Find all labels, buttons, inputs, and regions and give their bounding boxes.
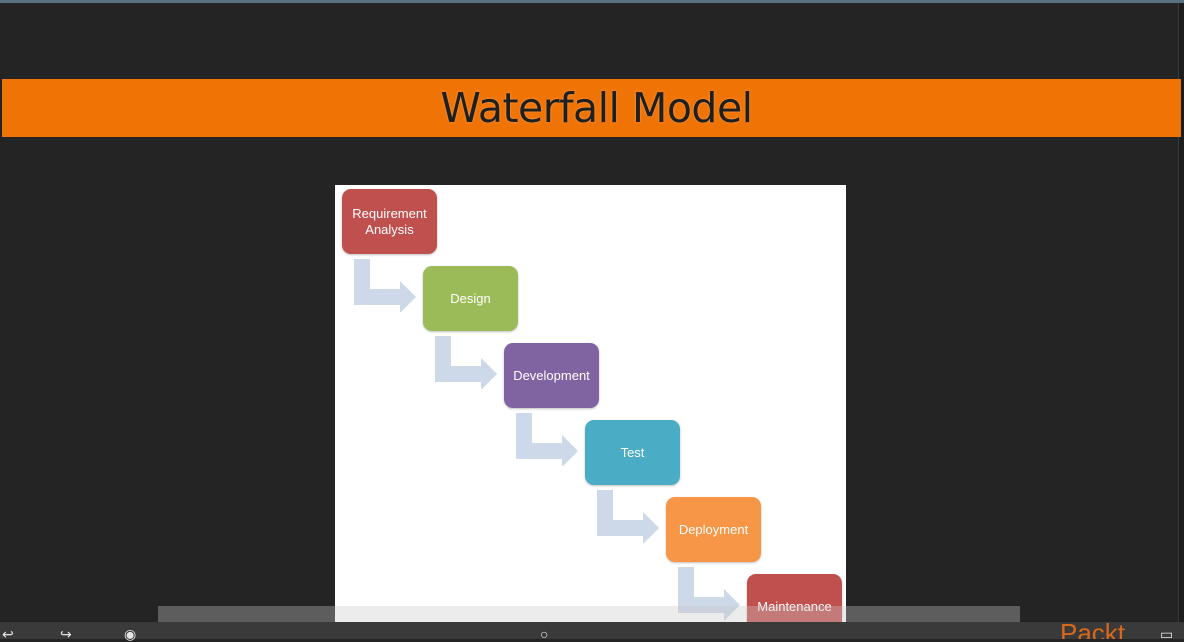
flow-arrow-3 — [516, 413, 578, 466]
flow-arrow-1 — [354, 259, 416, 312]
fullscreen-icon[interactable]: ▭ — [1160, 626, 1174, 642]
slide-title: Waterfall Model — [440, 84, 753, 132]
video-scrub-bar[interactable] — [158, 606, 1020, 622]
waterfall-diagram: Requirement Analysis Design Development … — [335, 185, 846, 639]
play-position-icon[interactable]: ○ — [540, 626, 549, 642]
phase-design: Design — [423, 266, 518, 331]
window-top-strip — [0, 0, 1184, 3]
volume-icon[interactable]: ◉ — [124, 626, 137, 642]
window-right-edge — [1178, 3, 1184, 639]
forward-icon[interactable]: ↪ — [60, 626, 72, 642]
phase-requirement-analysis: Requirement Analysis — [342, 189, 437, 254]
flow-arrow-5 — [678, 567, 740, 620]
publisher-logo: Packt — [1060, 620, 1126, 639]
phase-test: Test — [585, 420, 680, 485]
phase-deployment: Deployment — [666, 497, 761, 562]
phase-development: Development — [504, 343, 599, 408]
flow-arrow-4 — [597, 490, 659, 543]
player-control-bar — [0, 622, 1184, 639]
flow-arrow-2 — [435, 336, 497, 389]
rewind-icon[interactable]: ↩ — [2, 626, 14, 642]
slide-title-bar: Waterfall Model — [2, 79, 1181, 137]
